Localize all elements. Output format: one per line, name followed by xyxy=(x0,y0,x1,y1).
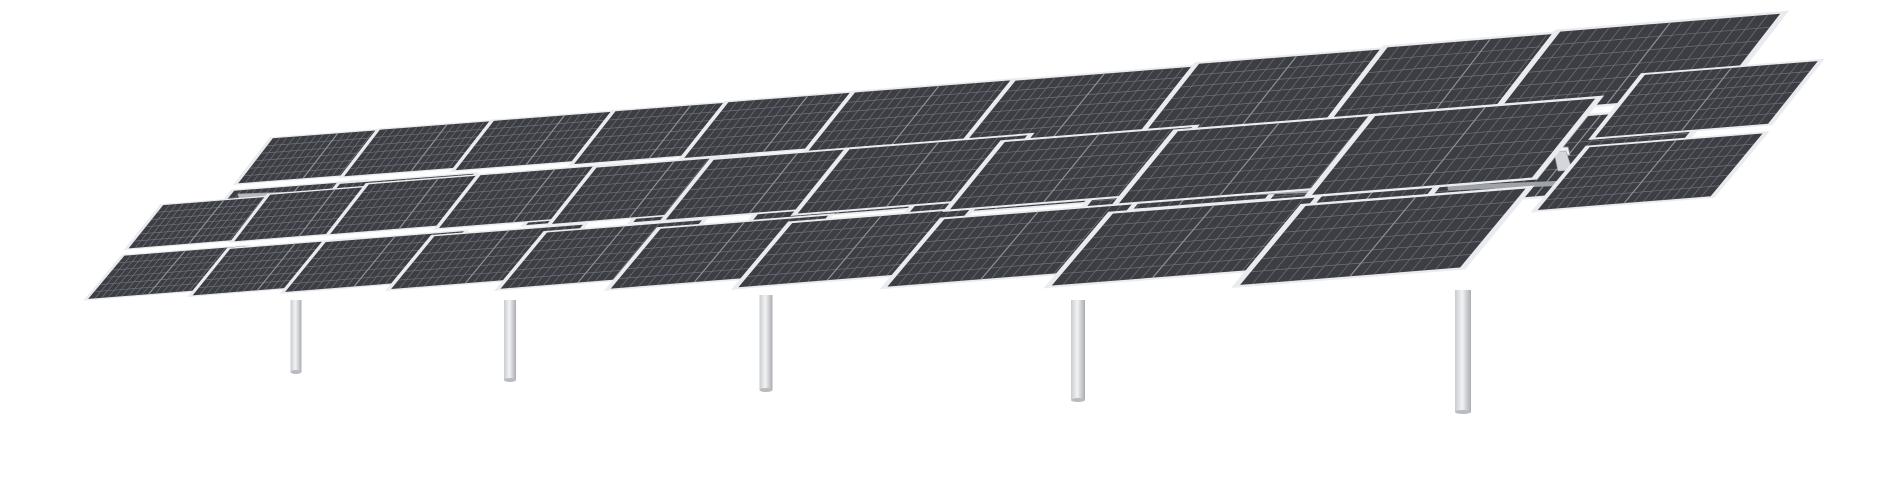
end-table-module-upper xyxy=(1588,58,1825,140)
front-panel-row xyxy=(83,58,1825,301)
front-table-7 xyxy=(731,132,1035,290)
end-table-module-lower xyxy=(1530,131,1770,213)
front-table-10 xyxy=(1231,95,1605,288)
end-table xyxy=(1530,58,1825,213)
support-posts xyxy=(290,290,1471,414)
back-table-7-module-upper xyxy=(957,64,1201,146)
post-1 xyxy=(290,300,302,374)
front-table-10-module-lower xyxy=(1231,185,1535,288)
front-table-10-module-upper xyxy=(1303,95,1605,198)
post-5 xyxy=(1455,290,1471,414)
post-3 xyxy=(759,295,773,392)
post-4 xyxy=(1071,300,1085,402)
post-2 xyxy=(504,300,516,382)
